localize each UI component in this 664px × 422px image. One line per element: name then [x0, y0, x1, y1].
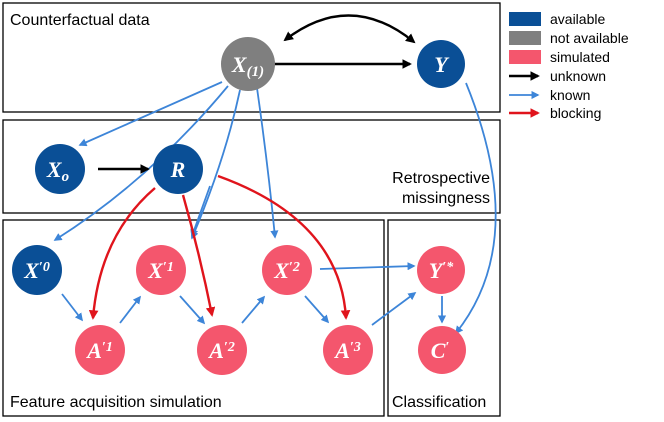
legend-label-not-available: not available	[550, 30, 629, 46]
node-r-label: R	[170, 157, 186, 182]
node-r-circle	[153, 144, 203, 194]
counterfactual-panel	[2, 2, 501, 113]
edge-ap1-xp1	[119, 295, 141, 324]
edge-r-ap2	[181, 194, 216, 317]
edge-r-ap1	[88, 187, 156, 320]
feature-acquisition-panel	[2, 219, 385, 417]
node-yps-label: Y′*	[429, 258, 454, 283]
node-ap1-label: A′1	[85, 338, 113, 363]
node-xo: Xo	[35, 144, 85, 194]
edge-r-ap3	[217, 174, 351, 320]
legend-swatch-simulated	[509, 50, 541, 64]
edge-y-cp	[454, 82, 497, 335]
node-yps-circle	[417, 246, 465, 294]
node-ap2-label: A′2	[207, 338, 235, 363]
node-ap3-circle	[323, 325, 373, 375]
node-cp: C′	[418, 326, 466, 374]
node-xp0-label: X′0	[23, 258, 50, 283]
edge-xp2-ap3	[304, 295, 330, 324]
edge-xp0-ap1	[61, 293, 83, 322]
node-ap1-circle	[75, 325, 125, 375]
node-ap2: A′2	[197, 325, 247, 375]
classification-label: Classification	[392, 394, 486, 411]
node-x1-label: X(1)	[231, 52, 264, 80]
node-xp2-label: X′2	[273, 258, 300, 283]
node-r: R	[153, 144, 203, 194]
retrospective-panel	[2, 119, 501, 214]
node-cp-circle	[418, 326, 466, 374]
node-ap3-label: A′3	[333, 338, 361, 363]
node-ap1: A′1	[75, 325, 125, 375]
node-cp-label: C′	[431, 338, 450, 363]
counterfactual-label: Counterfactual data	[10, 12, 150, 29]
node-y-circle	[417, 40, 465, 88]
edge-ap3-yps	[371, 292, 417, 326]
edge-xp1-ap2	[179, 295, 206, 325]
node-xp0: X′0	[12, 245, 62, 295]
legend-label-unknown: unknown	[550, 68, 606, 84]
legend-label-blocking: blocking	[550, 105, 601, 121]
legend-label-simulated: simulated	[550, 49, 610, 65]
node-x1-circle	[221, 37, 275, 91]
node-y: Y	[417, 40, 465, 88]
node-xp1-label: X′1	[147, 258, 174, 283]
feature-acquisition-label: Feature acquisition simulation	[10, 394, 222, 411]
edge-ap2-xp2	[241, 295, 266, 324]
node-xp1: X′1	[136, 245, 186, 295]
node-x1: X(1)	[221, 37, 275, 91]
edge-x1-xo	[78, 81, 223, 147]
edge-x1-xp2	[256, 87, 279, 239]
legend-swatch-available	[509, 12, 541, 26]
legend-label-available: available	[550, 11, 605, 27]
legend-label-known: known	[550, 87, 590, 103]
legend-swatch-not-available	[509, 31, 541, 45]
node-ap2-circle	[197, 325, 247, 375]
node-xp2-circle	[262, 245, 312, 295]
legend: available not available simulated unknow…	[509, 11, 629, 121]
node-xp1-circle	[136, 245, 186, 295]
retrospective-label-2: missingness	[402, 190, 490, 207]
edge-x1-y-bidirected	[283, 14, 416, 44]
edge-x1-xp1	[190, 89, 241, 240]
node-xo-label: Xo	[46, 157, 69, 185]
node-xp2: X′2	[262, 245, 312, 295]
node-xp0-circle	[12, 245, 62, 295]
edge-xp2-yps	[319, 262, 416, 271]
classification-panel	[387, 219, 501, 417]
node-xo-circle	[35, 144, 85, 194]
edge-r-xp1	[190, 185, 211, 238]
node-yps: Y′*	[417, 246, 465, 294]
node-ap3: A′3	[323, 325, 373, 375]
node-y-label: Y	[434, 52, 450, 77]
retrospective-label-1: Retrospective	[392, 170, 490, 187]
